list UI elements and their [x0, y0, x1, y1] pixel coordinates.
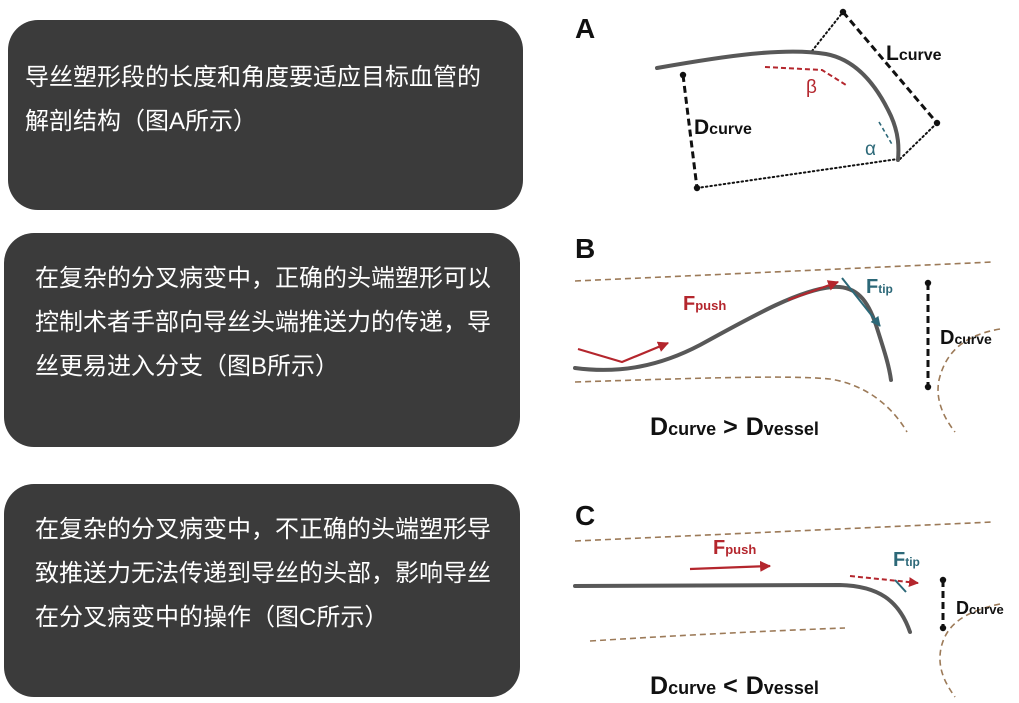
dcurve-baseline-dotted-line — [696, 158, 899, 189]
dcurve-dimension-line — [681, 74, 699, 189]
dcurve-label: Dcurve — [694, 116, 752, 139]
dcurve-label-sub: curve — [954, 331, 992, 347]
tip-force-marker — [894, 579, 907, 593]
dcurve-label-main: D — [940, 327, 954, 349]
push-force-arrow — [787, 280, 840, 302]
lcurve-label-sub: curve — [899, 47, 942, 64]
lcurve-end-dotted-line — [899, 122, 938, 160]
text-line: 在复杂的分叉病变中，正确的头端塑形可以 — [35, 265, 491, 292]
relation-right-sub: vessel — [764, 678, 819, 698]
panel-b-label: B — [575, 233, 595, 264]
relation-operator: < — [723, 672, 738, 700]
fpush-label: Fpush — [683, 293, 726, 315]
guidewire-diagrams: A β α Dcurve Lcurve B Fpush Ftip Dcurv — [573, 8, 1004, 700]
beta-angle-marker — [764, 66, 847, 86]
text-line: 致推送力无法传递到导丝的头部，影响导丝 — [35, 560, 491, 587]
dimension-endpoint — [924, 279, 932, 287]
panel-a-label: A — [575, 13, 595, 44]
lcurve-dimension-line — [841, 11, 939, 124]
dcurve-label-main: D — [694, 116, 709, 139]
main-vessel-bottom-wall — [574, 376, 908, 433]
panel-c: C Fpush Ftip Dcurve Dcurve < Dvessel — [573, 500, 1004, 700]
main-vessel-bottom-wall — [589, 627, 846, 642]
lcurve-label-main: L — [886, 42, 899, 65]
fpush-label-sub: push — [695, 298, 726, 313]
dimension-endpoint — [933, 119, 941, 127]
relation-right-main: D — [746, 413, 764, 441]
alpha-angle-marker — [878, 121, 894, 147]
dimension-endpoint — [924, 383, 932, 391]
text-box-b: 在复杂的分叉病变中，正确的头端塑形可以 控制术者手部向导丝头端推送力的传递，导 … — [4, 233, 520, 447]
branch-vessel-wall — [939, 603, 1001, 698]
ftip-label-sub: tip — [905, 555, 920, 569]
lcurve-label: Lcurve — [886, 42, 942, 65]
guidewire — [573, 583, 912, 634]
panel-c-label: C — [575, 500, 595, 531]
dimension-endpoint — [839, 8, 847, 16]
main-vessel-top-wall — [574, 521, 994, 542]
relation-left-sub: curve — [668, 678, 716, 698]
relation-right-main: D — [746, 672, 764, 700]
guidewire — [573, 284, 893, 382]
text-line: 丝更易进入分支（图B所示） — [35, 353, 340, 380]
ftip-label-sub: tip — [878, 282, 893, 296]
push-force-arrow — [689, 560, 772, 572]
push-force-zigzag-arrow — [577, 341, 670, 364]
text-line: 导丝塑形段的长度和角度要适应目标血管的 — [25, 64, 481, 91]
ftip-label-main: F — [866, 276, 878, 298]
dcurve-label: Dcurve — [940, 327, 992, 349]
relation-left-main: D — [650, 413, 668, 441]
fpush-label-main: F — [713, 537, 725, 559]
dcurve-label-sub: curve — [709, 121, 752, 138]
text-box-a: 导丝塑形段的长度和角度要适应目标血管的 解剖结构（图A所示） — [8, 20, 523, 210]
branch-vessel-wall — [937, 328, 1001, 433]
dimension-endpoint — [679, 71, 687, 79]
ftip-label: Ftip — [893, 549, 920, 571]
dcurve-label: Dcurve — [956, 598, 1004, 618]
text-line: 控制术者手部向导丝头端推送力的传递，导 — [35, 309, 491, 336]
guidewire-shaped-tip — [655, 49, 901, 162]
dimension-endpoint — [939, 624, 947, 632]
dimension-endpoint — [939, 576, 947, 584]
alpha-symbol: α — [865, 139, 876, 160]
relation-operator: > — [723, 413, 738, 441]
main-vessel-top-wall — [574, 261, 994, 282]
text-line: 解剖结构（图A所示） — [25, 108, 258, 135]
relation-label: Dcurve > Dvessel — [650, 413, 819, 441]
dcurve-label-main: D — [956, 598, 969, 618]
text-box-c: 在复杂的分叉病变中，不正确的头端塑形导 致推送力无法传递到导丝的头部，影响导丝 … — [4, 484, 520, 697]
fpush-label: Fpush — [713, 537, 756, 559]
dcurve-label-sub: curve — [969, 602, 1004, 617]
dimension-endpoint — [693, 184, 701, 192]
beta-symbol: β — [806, 77, 817, 98]
panel-a: A β α Dcurve Lcurve — [575, 8, 942, 192]
text-line: 在复杂的分叉病变中，不正确的头端塑形导 — [35, 516, 491, 543]
fpush-label-sub: push — [725, 542, 756, 557]
ftip-label-main: F — [893, 549, 905, 571]
relation-right-sub: vessel — [764, 419, 819, 439]
relation-label: Dcurve < Dvessel — [650, 672, 819, 700]
lcurve-start-dotted-line — [811, 11, 844, 52]
text-line: 在分叉病变中的操作（图C所示） — [35, 604, 389, 631]
relation-left-sub: curve — [668, 419, 716, 439]
fpush-label-main: F — [683, 293, 695, 315]
push-force-dashed-arrow — [849, 575, 919, 588]
panel-b: B Fpush Ftip Dcurve Dcurve > Dvessel — [573, 233, 1001, 441]
relation-left-main: D — [650, 672, 668, 700]
tip-force-arrow — [841, 277, 881, 327]
ftip-label: Ftip — [866, 276, 893, 298]
